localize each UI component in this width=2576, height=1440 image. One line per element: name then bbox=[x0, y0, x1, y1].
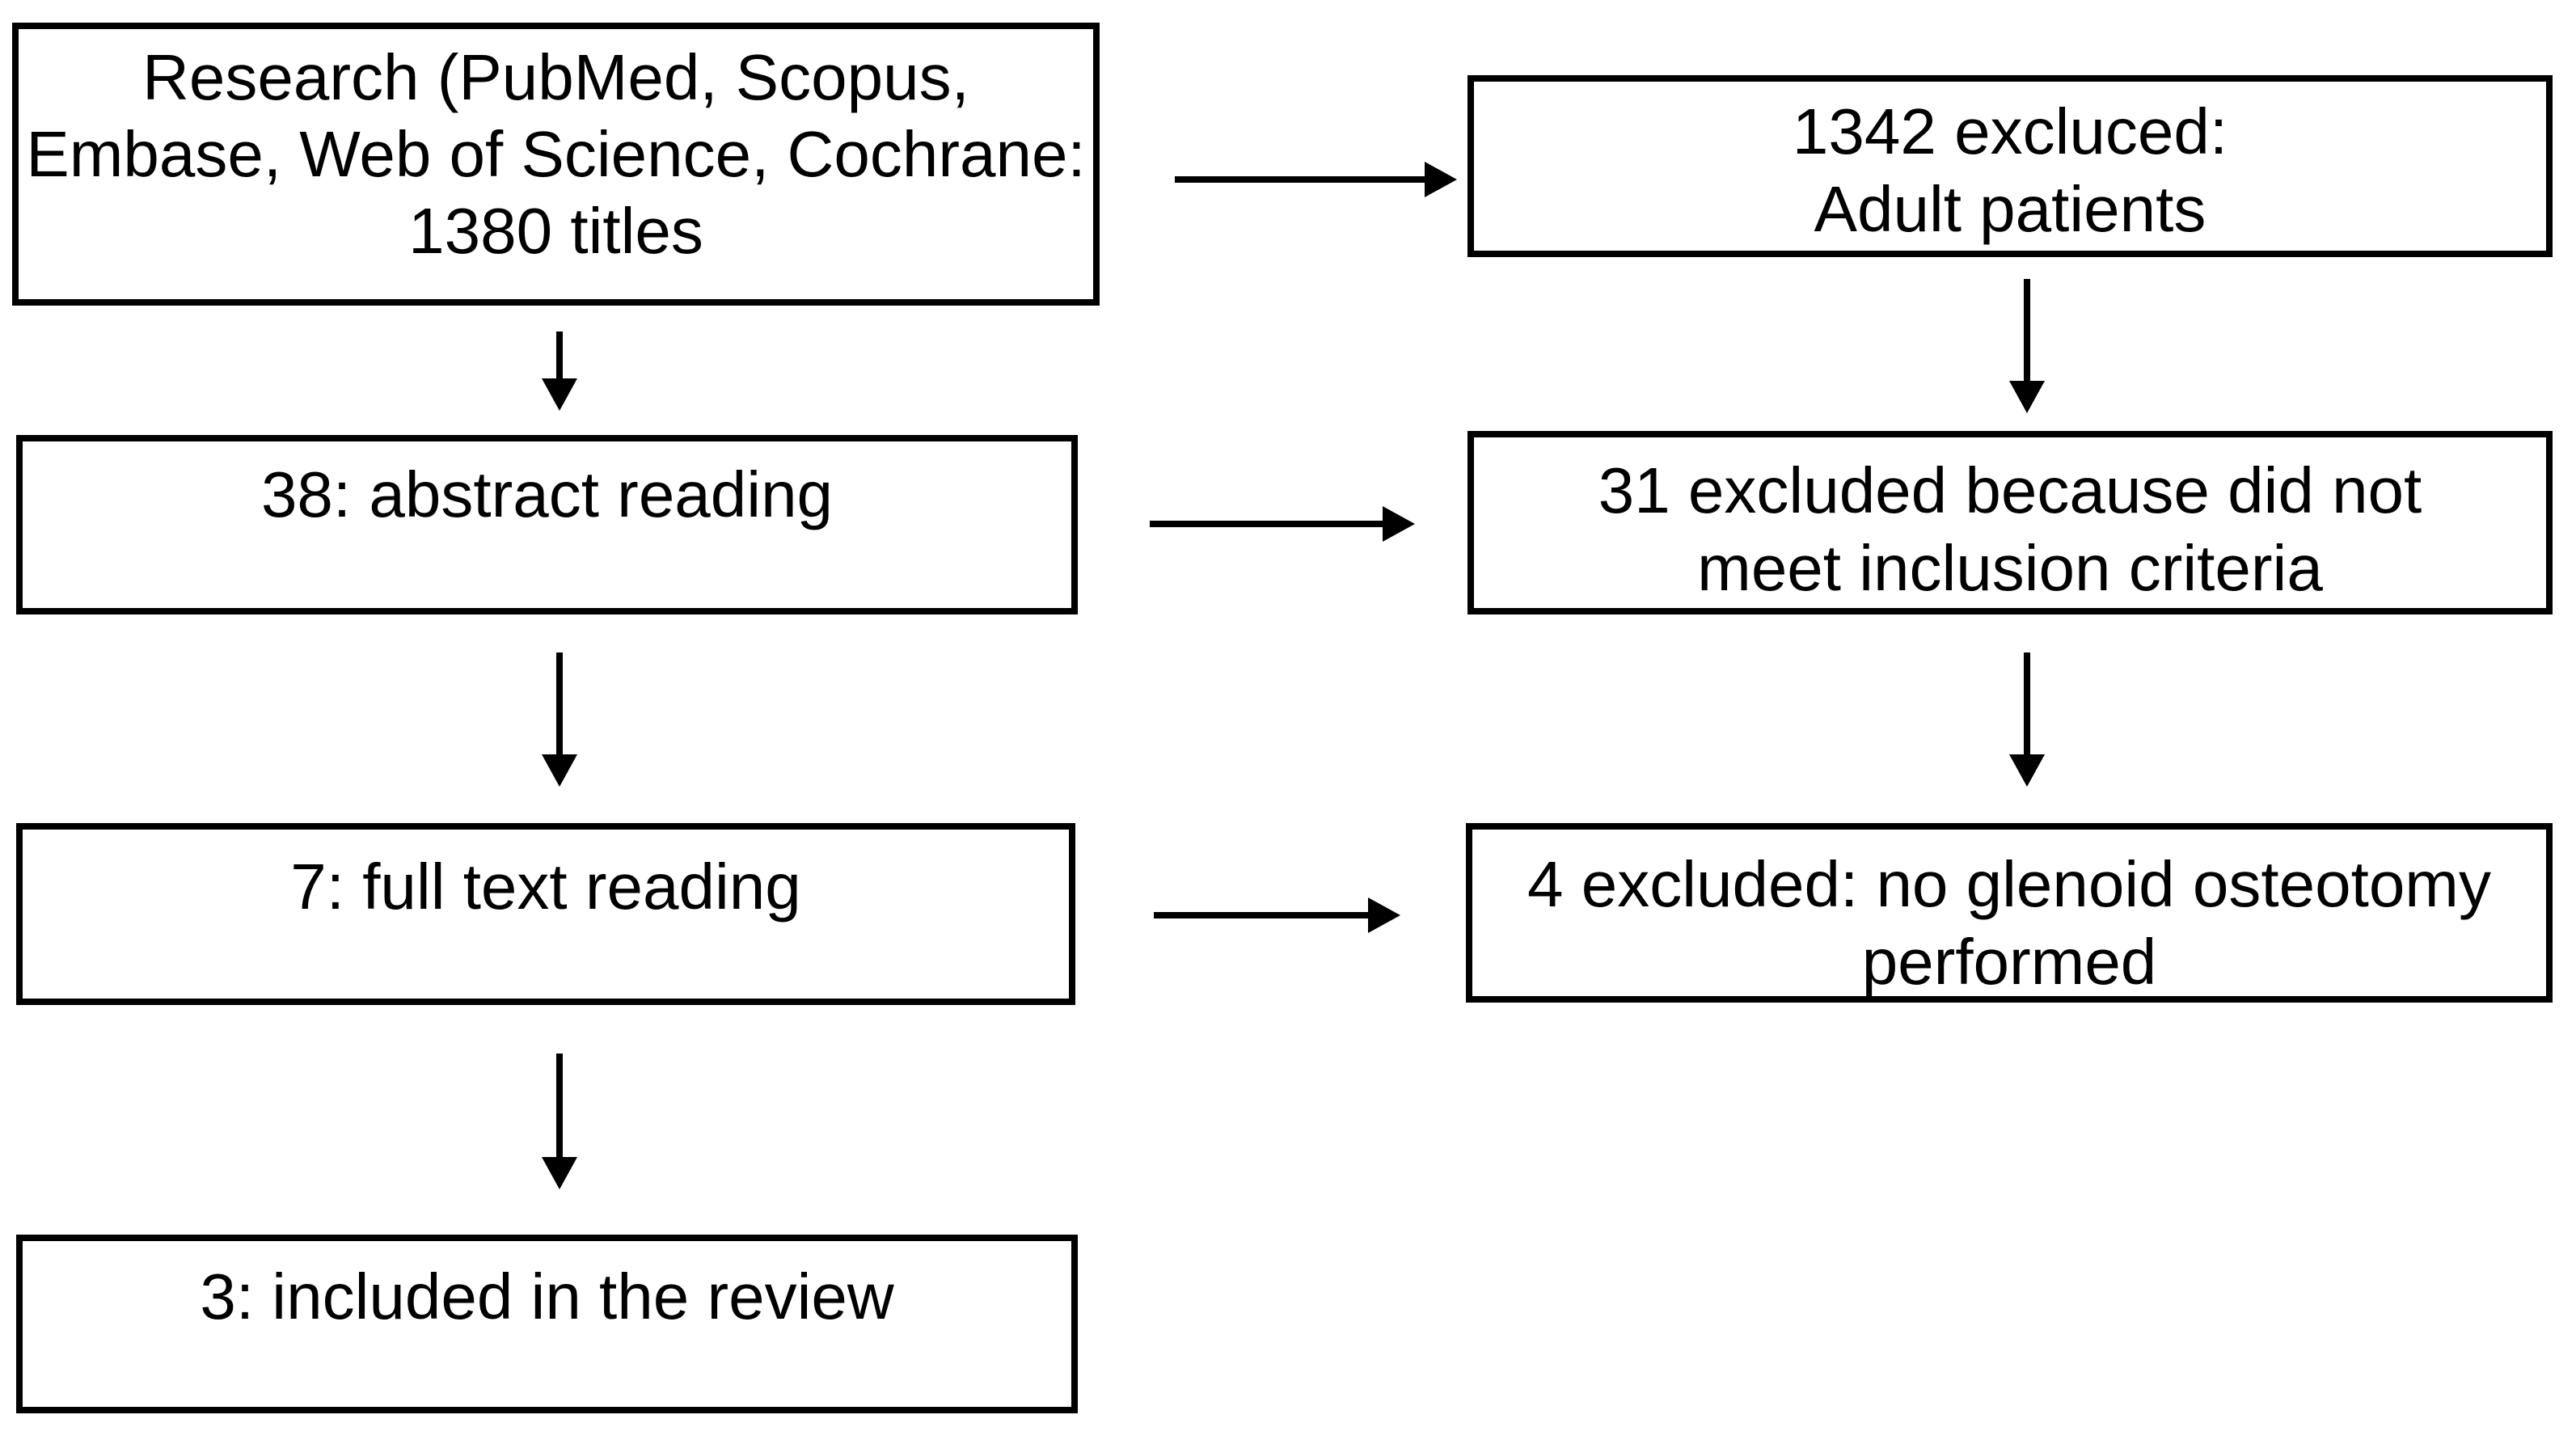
arrow-excluded-titles-to-excluded-abstracts-shaft bbox=[2024, 279, 2030, 382]
arrow-identification-to-abstract-head-icon bbox=[542, 378, 577, 411]
flow-box-full-text-reading: 7: full text reading bbox=[16, 823, 1075, 1005]
arrow-identification-to-excluded-titles-shaft bbox=[1175, 176, 1425, 183]
arrow-fulltext-to-included-head-icon bbox=[542, 1157, 577, 1189]
arrow-identification-to-abstract-shaft bbox=[556, 331, 563, 380]
flow-box-abstract-reading: 38: abstract reading bbox=[16, 435, 1078, 614]
arrow-excluded-abstracts-to-excluded-fulltext-shaft bbox=[2024, 652, 2030, 756]
arrow-abstract-to-excluded-abstracts-shaft bbox=[1150, 521, 1384, 527]
flow-box-excluded-abstracts: 31 excluded because did not meet inclusi… bbox=[1467, 431, 2553, 614]
arrow-fulltext-to-excluded-fulltext-shaft bbox=[1154, 912, 1370, 918]
flow-box-included: 3: included in the review bbox=[16, 1235, 1078, 1413]
arrow-abstract-to-fulltext-head-icon bbox=[542, 754, 577, 787]
flow-box-excluded-titles: 1342 excluced: Adult patients bbox=[1467, 75, 2553, 257]
arrow-fulltext-to-excluded-fulltext-head-icon bbox=[1368, 897, 1400, 933]
arrow-abstract-to-fulltext-shaft bbox=[556, 652, 563, 756]
arrow-identification-to-excluded-titles-head-icon bbox=[1425, 162, 1457, 197]
arrow-excluded-titles-to-excluded-abstracts-head-icon bbox=[2009, 381, 2045, 413]
arrow-abstract-to-excluded-abstracts-head-icon bbox=[1383, 506, 1415, 542]
flow-box-excluded-full-text: 4 excluded: no glenoid osteotomy perform… bbox=[1466, 823, 2553, 1003]
arrow-fulltext-to-included-shaft bbox=[556, 1054, 563, 1159]
flow-box-identification: Research (PubMed, Scopus, Embase, Web of… bbox=[12, 23, 1100, 306]
arrow-excluded-abstracts-to-excluded-fulltext-head-icon bbox=[2009, 754, 2045, 787]
